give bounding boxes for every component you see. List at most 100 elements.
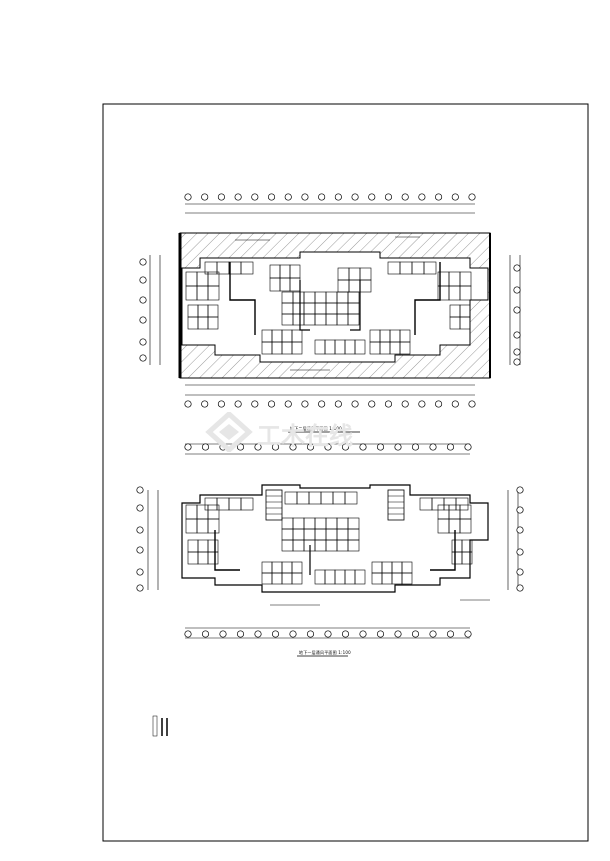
grid-axis-bubble <box>516 486 524 494</box>
grid-axis-bubble <box>139 338 147 346</box>
duct-line <box>350 280 361 331</box>
room-cell <box>207 285 220 301</box>
grid-axis-bubble <box>301 400 309 408</box>
grid-axis-bubble <box>318 193 326 201</box>
grid-axis-bubble <box>516 568 524 576</box>
room-cell <box>459 285 472 301</box>
grid-axis-bubble <box>516 548 524 556</box>
grid-axis-bubble <box>418 193 426 201</box>
grid-axis-bubble <box>217 193 225 201</box>
grid-axis-bubble <box>324 443 332 451</box>
grid-axis-bubble <box>513 264 521 272</box>
notes-block <box>152 715 168 737</box>
grid-axis-bubble <box>468 400 476 408</box>
grid-axis-bubble <box>384 400 393 408</box>
room-grid <box>185 261 472 355</box>
grid-axis-bubble <box>301 193 309 201</box>
duct-line <box>214 530 240 571</box>
grid-axis-bubble <box>446 630 455 638</box>
grid-axis-bubble <box>219 630 227 638</box>
upper-plan-title: 地下二层通风平面图 1:100 <box>290 426 342 432</box>
grid-axis-bubble <box>234 193 242 201</box>
grid-axis-bubble <box>394 630 402 638</box>
grid-axis-bubble <box>251 193 259 201</box>
room-cell <box>291 572 303 585</box>
grid-axis-bubbles-top <box>184 443 472 451</box>
room-cell <box>291 341 303 355</box>
grid-axis-bubble <box>136 568 144 576</box>
grid-axis-bubble <box>341 443 350 451</box>
room-cell <box>354 569 366 585</box>
grid-axis-bubble <box>429 630 437 638</box>
grid-axis-bubble <box>184 400 192 408</box>
grid-axis-bubble <box>411 630 420 638</box>
grid-axis-bubble <box>306 630 315 638</box>
grid-axis-bubble <box>139 296 147 304</box>
grid-axis-bubble <box>254 630 262 638</box>
grid-axis-bubble <box>139 276 147 284</box>
grid-axis-bubble <box>451 193 459 201</box>
duct-line <box>430 530 456 571</box>
room-cell <box>461 551 473 565</box>
grid-axis-bubble <box>468 193 476 201</box>
grid-axis-bubble <box>464 630 472 638</box>
grid-axis-bubble <box>513 358 521 366</box>
grid-axis-bubbles-left <box>139 258 147 362</box>
grid-axis-bubble <box>251 400 259 408</box>
grid-axis-bubble <box>464 443 472 451</box>
room-cell <box>344 491 358 505</box>
grid-axis-bubble <box>139 316 147 324</box>
diamond-logo-icon <box>205 412 253 452</box>
room-cell <box>455 497 469 511</box>
building-footprint <box>181 484 489 593</box>
lower-plan-scale: 1:100 <box>338 650 351 655</box>
upper-plan-scale: 1:100 <box>329 426 342 431</box>
grid-axis-bubble <box>136 486 144 494</box>
grid-axis-bubble <box>201 443 210 451</box>
upper-floor-plan <box>139 193 521 433</box>
grid-axis-bubble <box>401 400 409 408</box>
grid-axis-bubble <box>271 443 280 451</box>
grid-axis-bubble <box>289 630 297 638</box>
lower-plan-title-text: 地下一层通风平面图 <box>299 650 337 655</box>
grid-axis-bubble <box>267 400 276 408</box>
lower-plan-title: 地下一层通风平面图 1:100 <box>299 650 351 656</box>
grid-axis-bubble <box>136 546 144 554</box>
grid-axis-bubble <box>429 443 437 451</box>
upper-plan-title-text: 地下二层通风平面图 <box>290 426 328 431</box>
grid-axis-bubble <box>394 443 402 451</box>
grid-axis-bubble <box>318 400 326 408</box>
grid-axis-bubble <box>324 630 332 638</box>
sheet-border <box>102 103 589 842</box>
grid-axis-bubble <box>516 526 524 534</box>
grid-axis-bubble <box>368 193 376 201</box>
grid-axis-bubble <box>334 193 342 201</box>
grid-axis-bubble <box>418 400 426 408</box>
grid-axis-bubble <box>184 443 192 451</box>
grid-axis-bubble <box>139 354 147 362</box>
grid-axis-bubbles-right <box>516 486 524 592</box>
stair-right <box>387 489 405 521</box>
grid-axis-bubble <box>184 630 192 638</box>
stair-left <box>265 489 283 521</box>
lower-floor-plan <box>136 443 524 657</box>
room-cell <box>354 339 366 355</box>
grid-axis-bubble <box>236 443 245 451</box>
duct-line <box>299 280 310 331</box>
grid-axis-bubble <box>271 630 280 638</box>
grid-axis-bubble <box>401 193 409 201</box>
room-cell <box>401 572 413 585</box>
grid-axis-bubble <box>201 193 209 201</box>
grid-axis-bubble <box>236 630 245 638</box>
room-cell <box>207 316 219 330</box>
room-cell <box>347 313 360 326</box>
grid-axis-bubble <box>446 443 455 451</box>
grid-axis-bubble <box>351 193 359 201</box>
duct-line <box>229 262 256 335</box>
grid-axis-bubble <box>289 443 297 451</box>
grid-axis-bubble <box>411 443 420 451</box>
grid-axis-bubble <box>284 193 292 201</box>
grid-axis-bubbles-bottom <box>184 630 472 638</box>
grid-axis-bubble <box>217 400 225 408</box>
grid-axis-bubble <box>234 400 242 408</box>
